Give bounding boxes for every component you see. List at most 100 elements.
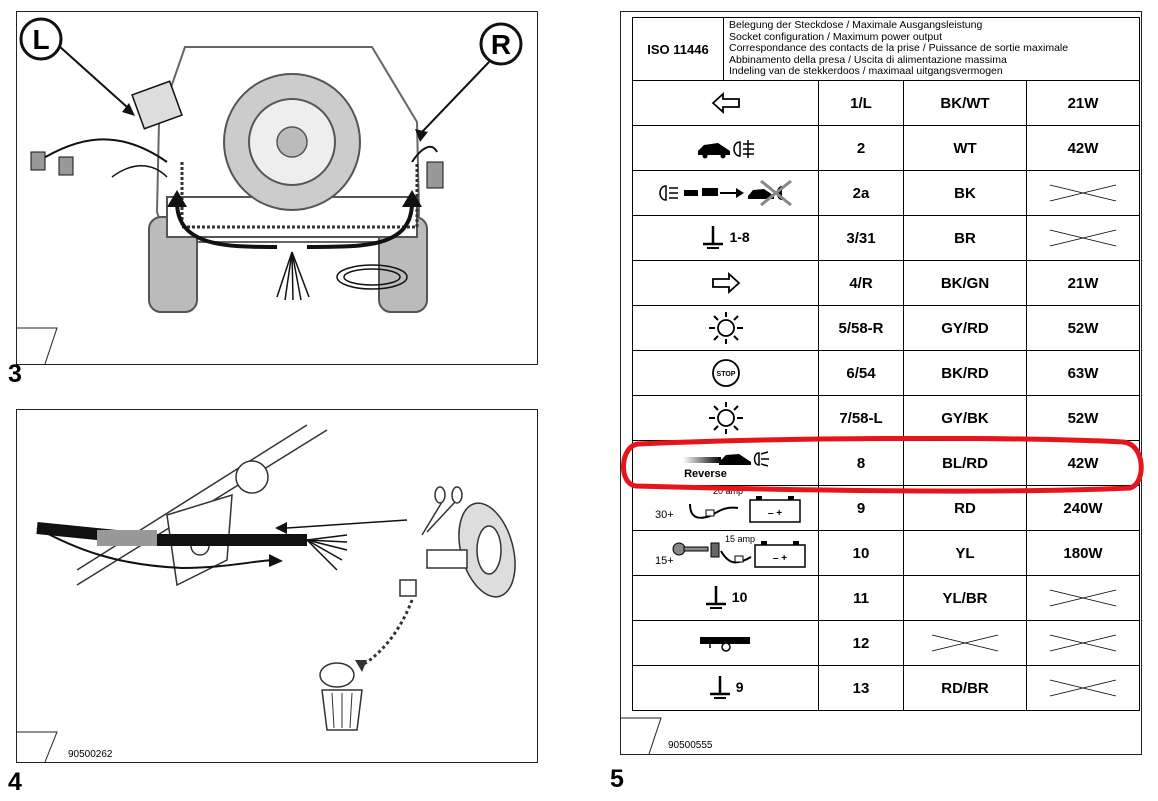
- row-color: GY/BK: [903, 395, 1027, 441]
- row-pin: 12: [818, 620, 904, 666]
- row-color: WT: [903, 125, 1027, 171]
- fuse-amp-label: 15 amp: [725, 534, 756, 544]
- table-row: 7/58-L GY/BK 52W: [632, 395, 1140, 441]
- row-color: BK/GN: [903, 260, 1027, 306]
- battery-ignition-icon: – +: [672, 541, 806, 568]
- ground-icon: [709, 676, 730, 699]
- row-symbol: 15+ 15 amp – +: [632, 530, 819, 576]
- row-pin: 1/L: [818, 80, 904, 126]
- row-color: BK/RD: [903, 350, 1027, 396]
- row-pin: 2a: [818, 170, 904, 216]
- row-color: YL/BR: [903, 575, 1027, 621]
- table-row: 9 13 RD/BR: [632, 665, 1140, 711]
- row-color: RD/BR: [903, 665, 1027, 711]
- table-row: 12: [632, 620, 1140, 666]
- row-symbol: 9: [632, 665, 819, 711]
- row-symbol: [632, 305, 819, 351]
- left-marker-label: L: [32, 24, 49, 55]
- not-applicable-cross-icon: [1049, 184, 1117, 202]
- not-applicable-cross-icon: [1049, 679, 1117, 697]
- row-power-empty: [1026, 215, 1140, 261]
- row-color-empty: [903, 620, 1027, 666]
- tow-bar-illustration: [17, 424, 516, 762]
- table-header-row: ISO 11446 Belegung der Steckdose / Maxim…: [632, 17, 1140, 81]
- row-pin: 3/31: [818, 215, 904, 261]
- reverse-label: Reverse: [684, 468, 727, 480]
- row-pin: 13: [818, 665, 904, 711]
- ignition-power-label: 15+: [655, 555, 674, 567]
- row-symbol: [632, 620, 819, 666]
- row-pin: 6/54: [818, 350, 904, 396]
- figure-4-ref: 90500262: [68, 749, 113, 760]
- row-color: BK: [903, 170, 1027, 216]
- fog-light-icon: [697, 140, 754, 159]
- permanent-power-label: 30+: [655, 509, 674, 521]
- table-row: 10 11 YL/BR: [632, 575, 1140, 621]
- socket-configuration-table: ISO 11446 Belegung der Steckdose / Maxim…: [632, 17, 1140, 711]
- tail-light-icon: [708, 312, 743, 344]
- right-side-marker: [479, 22, 523, 66]
- row-pin: 4/R: [818, 260, 904, 306]
- row-power-empty: [1026, 170, 1140, 216]
- trailer-sensor-icon: [699, 637, 750, 652]
- row-symbol: [632, 80, 819, 126]
- table-row: 5/58-R GY/RD 52W: [632, 305, 1140, 351]
- row-pin: 10: [818, 530, 904, 576]
- right-marker-label: R: [491, 29, 511, 60]
- row-symbol: [632, 125, 819, 171]
- svg-text:– +: – +: [768, 508, 782, 519]
- left-turn-arrow-icon: [711, 92, 740, 114]
- row-power-empty: [1026, 665, 1140, 711]
- row-pin: 2: [818, 125, 904, 171]
- row-pin: 7/58-L: [818, 395, 904, 441]
- row-symbol: [632, 170, 819, 216]
- row-power-empty: [1026, 575, 1140, 621]
- row-power: 63W: [1026, 350, 1140, 396]
- row-color: BK/WT: [903, 80, 1027, 126]
- battery-permanent-icon: – +: [689, 496, 801, 523]
- row-symbol: STOP: [632, 350, 819, 396]
- row-pin: 5/58-R: [818, 305, 904, 351]
- figure-5-number: 5: [610, 765, 624, 793]
- table-row: 30+ 20 amp – + 9 RD 240W: [632, 485, 1140, 531]
- row-color: YL: [903, 530, 1027, 576]
- not-applicable-cross-icon: [1049, 589, 1117, 607]
- row-color: GY/RD: [903, 305, 1027, 351]
- left-side-marker: [19, 17, 63, 61]
- ground-label: 1-8: [729, 228, 750, 245]
- table-row: 2a BK: [632, 170, 1140, 216]
- stop-icon-text: STOP: [716, 371, 735, 378]
- fog-light-cutoff-icon: [658, 180, 792, 206]
- table-row: 2 WT 42W: [632, 125, 1140, 171]
- stop-icon: STOP: [711, 359, 740, 387]
- row-symbol: [632, 395, 819, 441]
- reverse-row-highlight: [621, 436, 1144, 494]
- vehicle-rear-illustration: L R: [17, 17, 523, 364]
- row-power-empty: [1026, 620, 1140, 666]
- row-power: 42W: [1026, 125, 1140, 171]
- row-power: 52W: [1026, 395, 1140, 441]
- figure-4-panel: [16, 409, 538, 763]
- row-symbol: 10: [632, 575, 819, 621]
- row-power: 21W: [1026, 260, 1140, 306]
- row-power: 52W: [1026, 305, 1140, 351]
- table-row: 15+ 15 amp – + 10 YL 180W: [632, 530, 1140, 576]
- row-power: 42W: [1026, 440, 1140, 486]
- iso-standard: ISO 11446: [632, 17, 724, 81]
- not-applicable-cross-icon: [931, 634, 999, 652]
- figure-3-panel: L R: [16, 11, 538, 365]
- table-row: STOP 6/54 BK/RD 63W: [632, 350, 1140, 396]
- row-power: 180W: [1026, 530, 1140, 576]
- fuse-amp-label: 20 amp: [713, 486, 744, 496]
- row-power: 21W: [1026, 80, 1140, 126]
- row-symbol: [632, 260, 819, 306]
- ground-label: 9: [735, 678, 744, 695]
- figure-4-number: 4: [8, 768, 22, 796]
- row-pin: 11: [818, 575, 904, 621]
- ground-label: 10: [731, 588, 748, 605]
- not-applicable-cross-icon: [1049, 634, 1117, 652]
- tail-light-icon: [708, 402, 743, 434]
- figure-3-number: 3: [8, 360, 22, 388]
- ground-icon: [703, 226, 724, 249]
- figure-5-ref: 90500555: [668, 740, 713, 751]
